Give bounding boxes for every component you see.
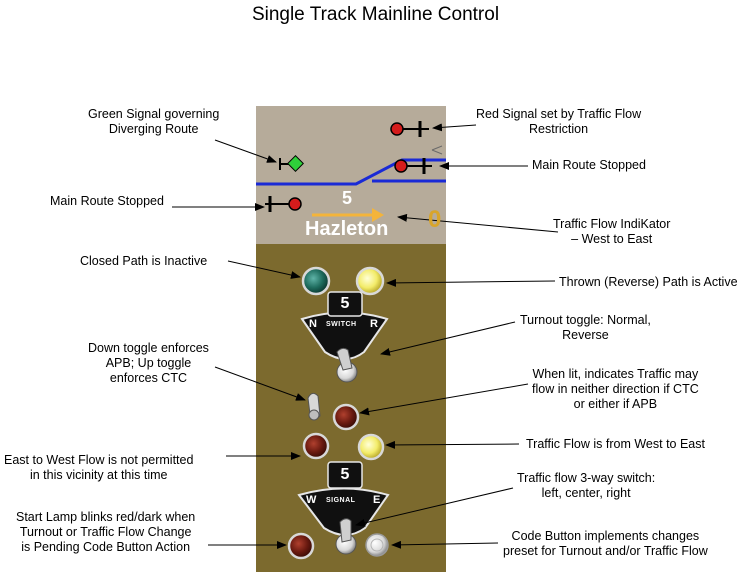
turnout-toggle-label: Turnout toggle: Normal,Reverse (520, 313, 651, 342)
switch-plate-right-letter: R (370, 318, 378, 330)
signal-plate-word: SIGNAL (326, 497, 356, 504)
switch-plate-left-letter: N (309, 318, 317, 330)
page-title: Single Track Mainline Control (251, 4, 500, 25)
direction-indicator: 0 (428, 206, 442, 233)
three-way-switch-label: Traffic flow 3-way switch:left, center, … (517, 471, 656, 500)
thrown-path-label: Thrown (Reverse) Path is Active (559, 275, 738, 289)
station-name: Hazleton (305, 218, 389, 240)
signal-plate-icon (297, 461, 390, 536)
traffic-flow-3way-switch[interactable] (335, 518, 357, 555)
main-route-left-label: Main Route Stopped (50, 194, 164, 208)
apb-ctc-toggle[interactable] (307, 392, 321, 421)
track-number: 5 (342, 188, 353, 208)
main-route-right-label: Main Route Stopped (532, 158, 646, 172)
signal-plate-right-letter: E (373, 494, 381, 506)
red-signal-top-icon (390, 121, 429, 137)
closed-path-lamp (301, 266, 331, 296)
callout-arrows (172, 123, 559, 549)
traffic-indicator-label: Traffic Flow IndiKator– West to East (553, 217, 671, 246)
red-signal-main-right-icon (394, 158, 432, 174)
closed-path-label: Closed Path is Inactive (80, 254, 208, 268)
switch-plate-number: 5 (340, 295, 350, 312)
switch-plate-word: SWITCH (326, 321, 357, 328)
red-signal-main-left-icon (265, 196, 302, 212)
signal-plate-number: 5 (340, 466, 350, 483)
green-signal-icon (279, 155, 304, 172)
code-button[interactable] (365, 533, 389, 557)
east-west-lamp (302, 432, 330, 460)
thrown-path-lamp (355, 266, 385, 296)
traffic-neither-lamp (332, 403, 360, 431)
west-east-lamp (357, 433, 385, 461)
start-lamp (287, 532, 315, 560)
turnout-toggle-lever[interactable] (336, 347, 358, 383)
traffic-flow-arrow-icon (312, 208, 384, 222)
traffic-flow-west-east-label: Traffic Flow is from West to East (526, 437, 705, 451)
switch-plate-icon (300, 291, 389, 360)
signal-plate-left-letter: W (306, 494, 317, 506)
